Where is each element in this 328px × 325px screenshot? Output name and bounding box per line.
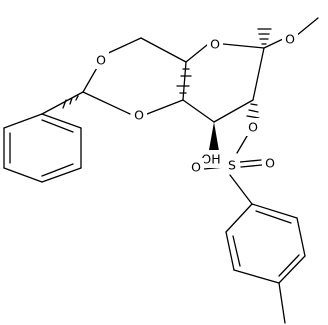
ring-oxygen-label: O bbox=[210, 37, 220, 52]
bond-tol-6 bbox=[251, 203, 298, 219]
bond-s-o-right-a bbox=[239, 159, 262, 163]
bond-tol-double-3 bbox=[255, 210, 292, 224]
bond-tol-5 bbox=[296, 217, 306, 257]
hashed-bond-c2-otos bbox=[246, 103, 260, 119]
bond-tol-4 bbox=[278, 255, 306, 284]
hydroxyl-label: OH bbox=[201, 152, 220, 167]
sulfur-label: S bbox=[228, 158, 236, 173]
methoxy-oxygen-label: O bbox=[285, 32, 295, 47]
bond-skeleton bbox=[3, 17, 319, 324]
acetal-oxygen-label-lower: O bbox=[134, 108, 144, 123]
bond-anomeric-ome bbox=[263, 38, 284, 49]
bond-tol-1 bbox=[225, 203, 253, 233]
bond-c3-c2 bbox=[213, 99, 254, 123]
bond-o4-c4 bbox=[146, 99, 184, 115]
bond-c5-c6 bbox=[140, 37, 187, 63]
bond-c2-c1 bbox=[252, 47, 265, 101]
bond-c1-o5 bbox=[222, 43, 265, 49]
bond-ph-4 bbox=[41, 167, 82, 183]
acetal-oxygen-label-upper: O bbox=[96, 53, 106, 68]
bond-cacetal-o4 bbox=[82, 91, 131, 115]
bond-tol-2 bbox=[225, 231, 235, 271]
bond-c4-c3 bbox=[182, 99, 215, 123]
bond-ph-1 bbox=[3, 113, 43, 129]
hashed-bond-c4 bbox=[176, 85, 190, 94]
bond-c5-c4 bbox=[182, 61, 187, 101]
sulfonyl-oxygen-label-right: O bbox=[265, 156, 275, 171]
bond-tol-double-2 bbox=[278, 254, 300, 277]
hashed-bond-acetal bbox=[62, 95, 79, 109]
bond-tol-double-1 bbox=[232, 235, 241, 267]
tosylate-ester-oxygen-label: O bbox=[248, 120, 258, 135]
hashed-bond-anomeric bbox=[257, 28, 272, 45]
bond-c6-o6 bbox=[103, 37, 142, 56]
bond-s-aryl bbox=[229, 174, 253, 205]
stereo-bonds bbox=[62, 28, 272, 151]
wedge-bond-c3-oh bbox=[209, 122, 219, 151]
bond-o6-cacetal bbox=[82, 65, 99, 93]
bond-cacetal-phenyl bbox=[41, 91, 84, 115]
bond-tol-methyl bbox=[278, 282, 286, 324]
bond-s-o-right-b bbox=[240, 164, 263, 168]
bond-ph-double-2 bbox=[41, 163, 74, 177]
bond-methyl bbox=[295, 17, 319, 37]
bond-ph-3 bbox=[3, 167, 43, 183]
sulfonyl-oxygen-label-left: O bbox=[191, 160, 201, 175]
bond-ph-double-3 bbox=[41, 119, 74, 133]
atom-labels: O O O O OH O S O O bbox=[93, 30, 298, 176]
bond-tol-3 bbox=[233, 269, 280, 284]
bond-o5-c5 bbox=[185, 44, 208, 63]
bond-ph-6 bbox=[41, 113, 82, 129]
hashed-bond-c5 bbox=[180, 68, 192, 77]
